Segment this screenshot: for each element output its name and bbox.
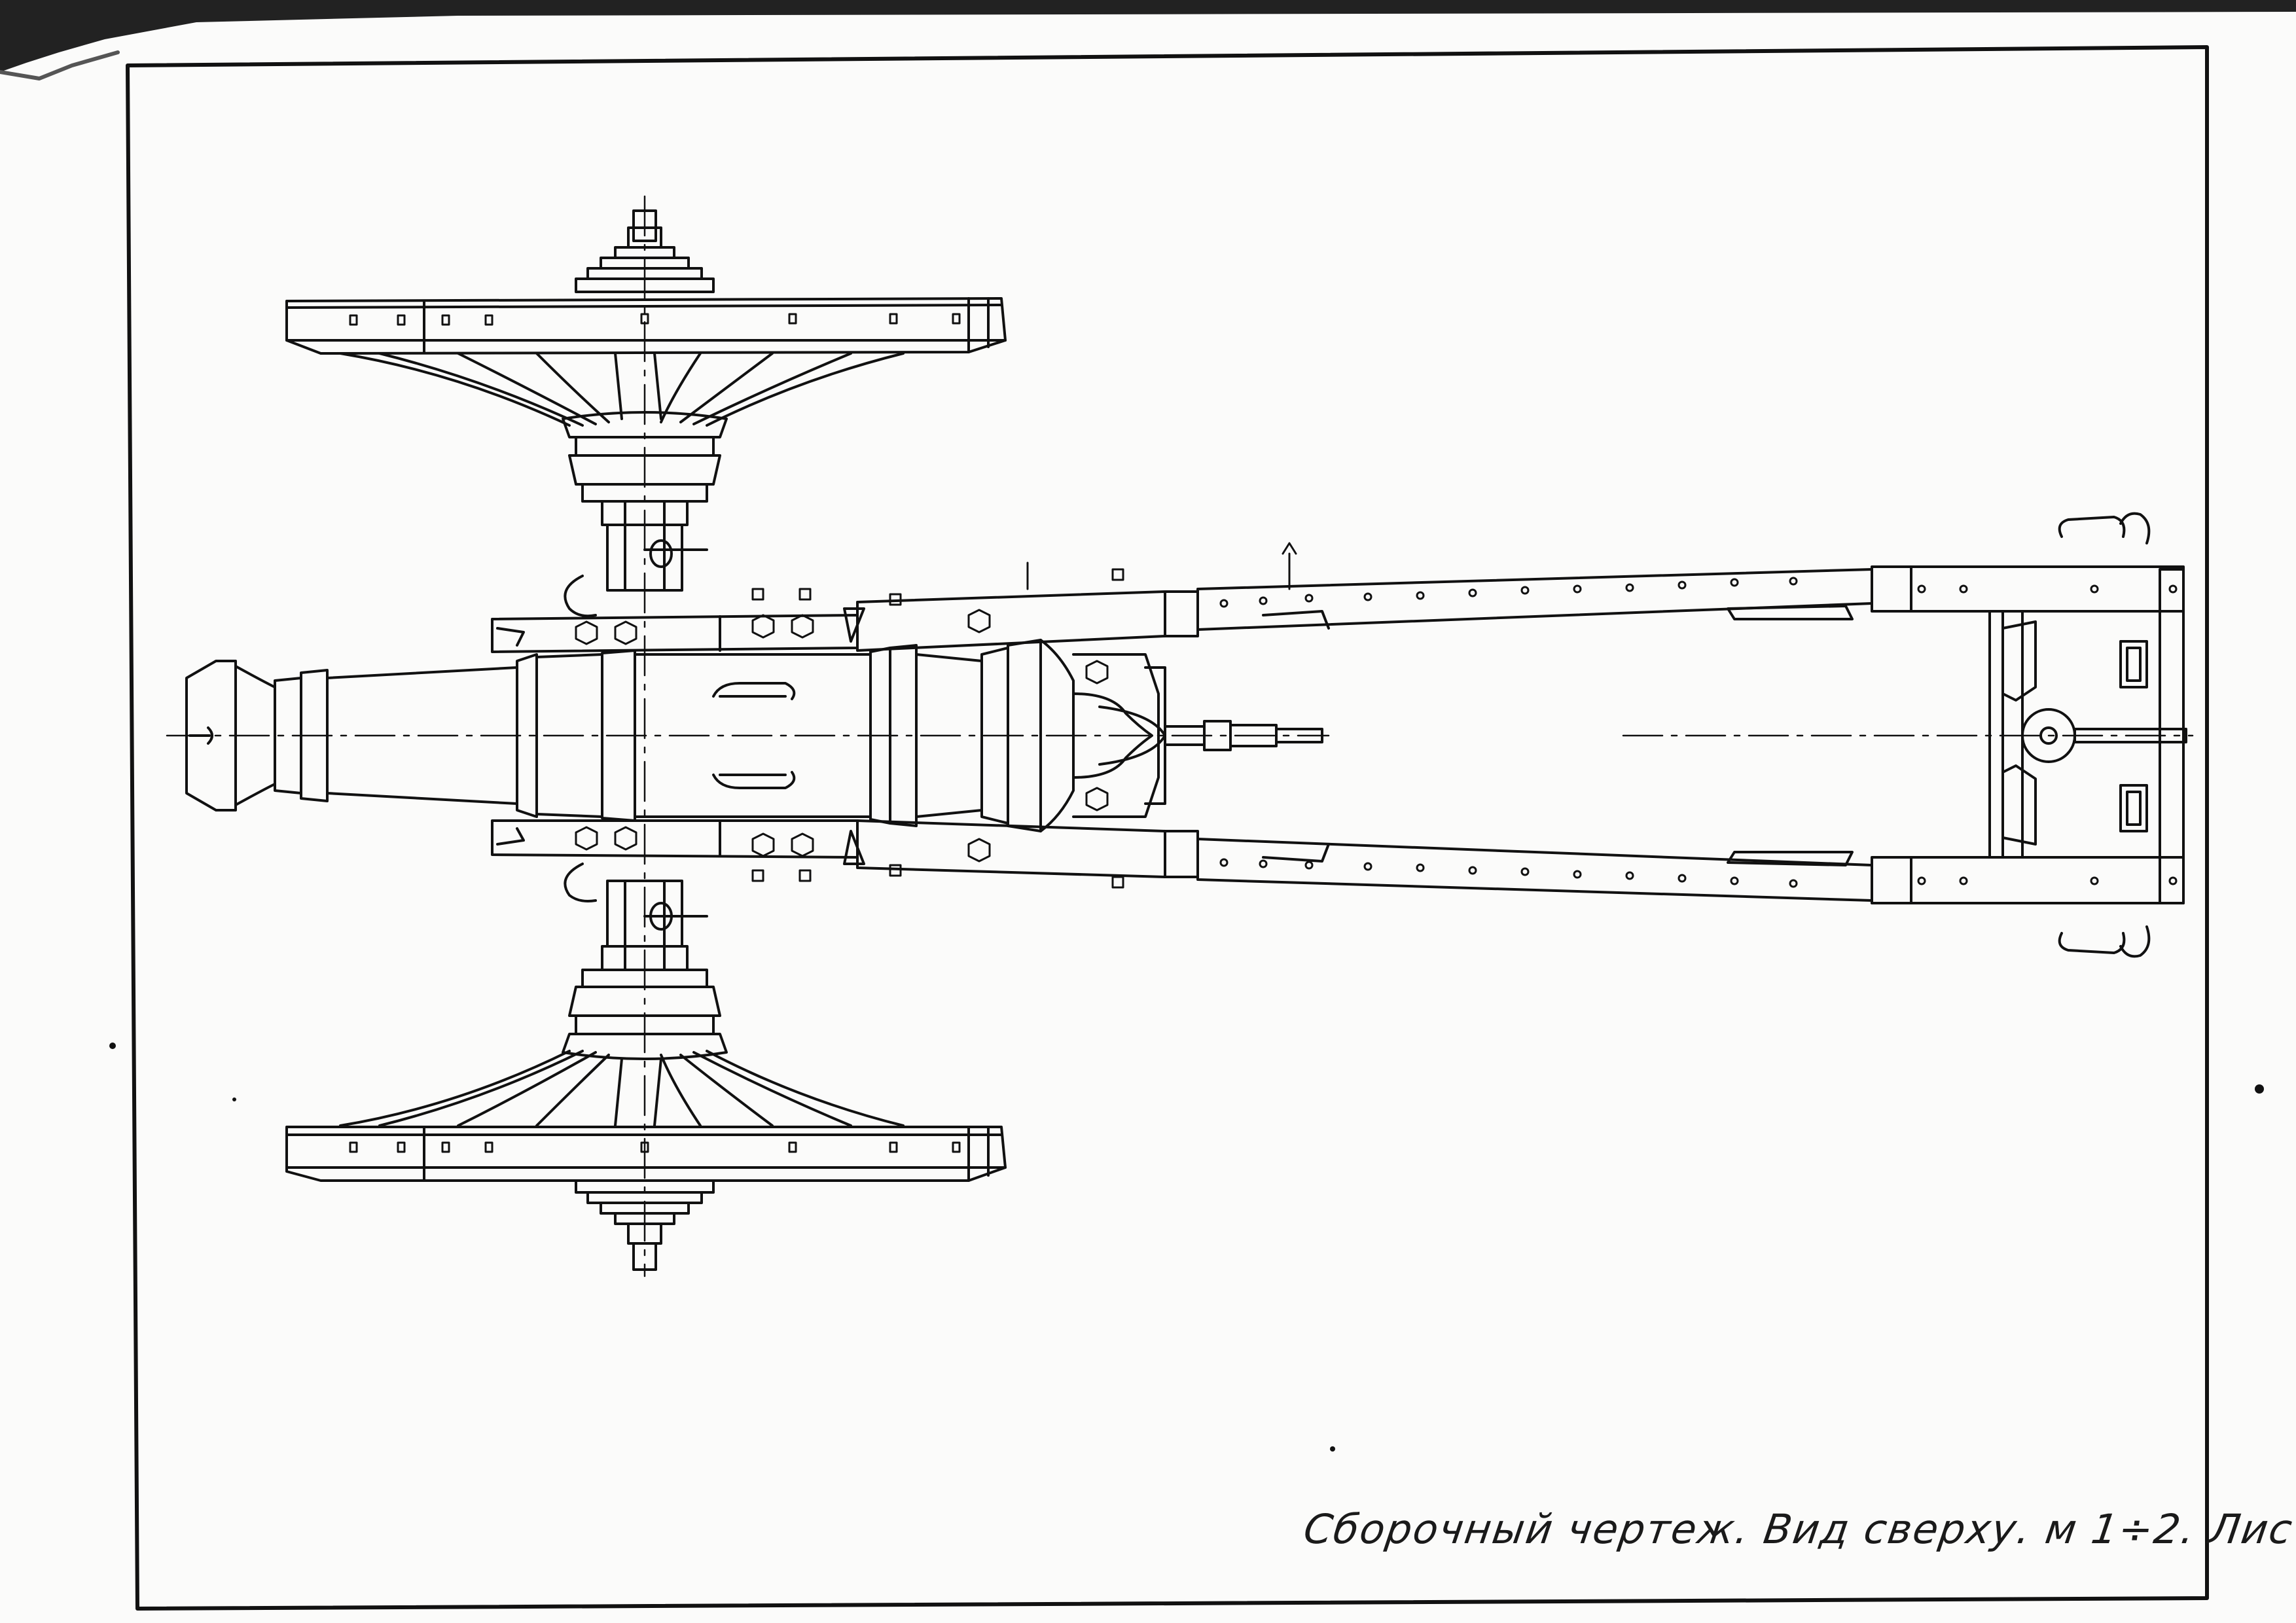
scan-shadow-edge — [0, 50, 120, 80]
center-lines — [166, 195, 2194, 1277]
trail-bolts — [1219, 577, 2178, 888]
drawing-caption: Сборочный чертеж. Вид сверху. м 1÷2. Лис… — [1300, 1505, 2296, 1553]
lower-wheel — [285, 863, 1007, 1271]
hex-nut-icon — [575, 609, 1109, 863]
bolt-head-icon — [751, 542, 1297, 889]
carriage-trail — [856, 565, 2187, 904]
scan-specks — [109, 1043, 2264, 1452]
upper-wheel — [285, 209, 1007, 618]
drawing-frame — [126, 45, 2209, 1611]
scan-shadow — [0, 0, 2296, 72]
cannon-barrel — [185, 639, 1323, 832]
trail-hook-icon — [2058, 512, 2151, 958]
